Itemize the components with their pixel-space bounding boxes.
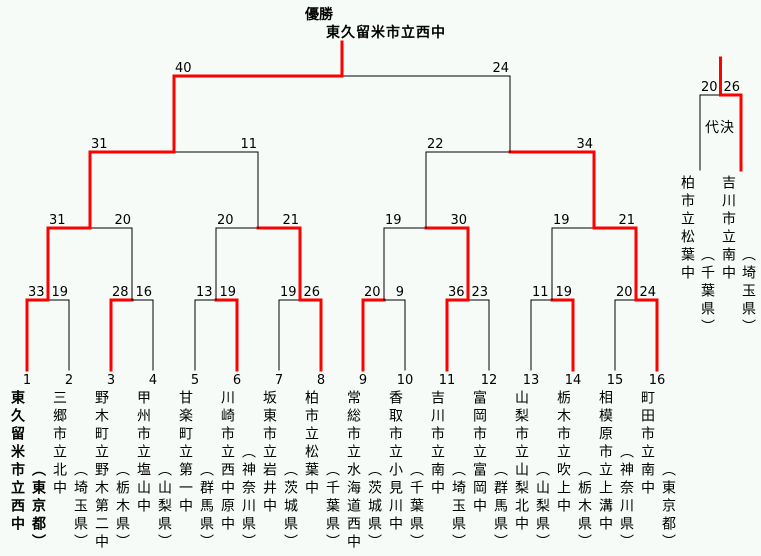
- seed-number: 15: [606, 373, 624, 388]
- score-label: 16: [135, 285, 152, 300]
- seed-number: 3: [106, 373, 116, 388]
- score-label: 31: [49, 213, 66, 228]
- score-label: 20: [701, 80, 718, 95]
- score-label: 40: [175, 61, 192, 76]
- team-prefecture: （千葉県）: [324, 462, 340, 552]
- seed-number: 16: [648, 373, 666, 388]
- score-label: 22: [427, 137, 444, 152]
- score-label: 20: [114, 213, 131, 228]
- score-label: 36: [448, 285, 465, 300]
- team-name: 野木町立野木第二中: [93, 390, 109, 552]
- score-label: 11: [240, 137, 257, 152]
- third-place-label: 代決: [705, 120, 735, 136]
- score-label: 20: [217, 213, 234, 228]
- seed-number: 1: [22, 373, 32, 388]
- score-label: 19: [219, 285, 236, 300]
- third-place-team-name: 柏市立松葉中: [679, 175, 695, 283]
- score-label: 21: [282, 213, 299, 228]
- team-prefecture: （神奈川県）: [240, 444, 256, 552]
- team-prefecture: （山梨県）: [534, 462, 550, 552]
- team-prefecture: （東京都）: [660, 462, 676, 552]
- team-name: 甲州市立塩山中: [135, 390, 151, 516]
- team-name: 甘楽町立第一中: [177, 390, 193, 516]
- team-prefecture: （群馬県）: [492, 462, 508, 552]
- score-label: 31: [91, 137, 108, 152]
- team-name: 町田市立南中: [639, 390, 655, 498]
- seed-number: 11: [438, 373, 456, 388]
- seed-number: 14: [564, 373, 582, 388]
- seed-number: 6: [232, 373, 242, 388]
- team-name: 吉川市立南中: [429, 390, 445, 498]
- seed-number: 12: [480, 373, 498, 388]
- seed-number: 7: [274, 373, 284, 388]
- score-label: 19: [280, 285, 297, 300]
- team-prefecture: （東京都）: [30, 462, 46, 552]
- score-label: 11: [532, 285, 549, 300]
- team-prefecture: （栃木県）: [576, 462, 592, 552]
- seed-number: 10: [396, 373, 414, 388]
- score-label: 20: [364, 285, 381, 300]
- score-label: 19: [553, 213, 570, 228]
- score-label: 13: [196, 285, 213, 300]
- team-prefecture: （埼玉県）: [450, 462, 466, 552]
- seed-number: 5: [190, 373, 200, 388]
- score-label: 9: [396, 285, 404, 300]
- team-prefecture: （埼玉県）: [72, 462, 88, 552]
- team-name: 相模原市立上溝中: [597, 390, 613, 534]
- seed-number: 2: [64, 373, 74, 388]
- team-name: 三郷市立北中: [51, 390, 67, 498]
- team-name: 山梨市立山梨北中: [513, 390, 529, 534]
- third-place-team-name: 吉川市立南中: [720, 175, 736, 283]
- team-name: 常総市立水海道西中: [345, 390, 361, 552]
- team-prefecture: （茨城県）: [282, 462, 298, 552]
- score-label: 26: [303, 285, 320, 300]
- team-name: 香取市立小見川中: [387, 390, 403, 534]
- score-label: 24: [639, 285, 656, 300]
- team-prefecture: （山梨県）: [156, 462, 172, 552]
- score-label: 19: [385, 213, 402, 228]
- team-prefecture: （栃木県）: [114, 462, 130, 552]
- seed-number: 13: [522, 373, 540, 388]
- team-name: 東久留米市立西中: [9, 390, 25, 534]
- team-name: 川崎市立西中原中: [219, 390, 235, 534]
- team-name: 栃木市立吹上中: [555, 390, 571, 516]
- third-place-team-prefecture: （埼玉県）: [740, 247, 756, 337]
- seed-number: 9: [358, 373, 368, 388]
- score-label: 26: [723, 80, 740, 95]
- team-prefecture: （神奈川県）: [618, 444, 634, 552]
- score-label: 21: [618, 213, 635, 228]
- team-name: 柏市立松葉中: [303, 390, 319, 498]
- team-name: 富岡市立富岡中: [471, 390, 487, 516]
- score-label: 20: [616, 285, 633, 300]
- score-label: 23: [471, 285, 488, 300]
- score-label: 34: [576, 137, 593, 152]
- score-label: 19: [555, 285, 572, 300]
- team-name: 坂東市立岩井中: [261, 390, 277, 516]
- team-prefecture: （茨城県）: [366, 462, 382, 552]
- champion-name: 東久留米市立西中: [326, 25, 446, 41]
- champion-label: 優勝: [305, 7, 333, 23]
- third-place-team-prefecture: （千葉県）: [699, 247, 715, 337]
- score-label: 19: [51, 285, 68, 300]
- seed-number: 4: [148, 373, 158, 388]
- score-label: 24: [492, 61, 509, 76]
- seed-number: 8: [316, 373, 326, 388]
- score-label: 33: [28, 285, 45, 300]
- team-prefecture: （千葉県）: [408, 462, 424, 552]
- score-label: 28: [112, 285, 129, 300]
- score-label: 30: [450, 213, 467, 228]
- team-prefecture: （群馬県）: [198, 462, 214, 552]
